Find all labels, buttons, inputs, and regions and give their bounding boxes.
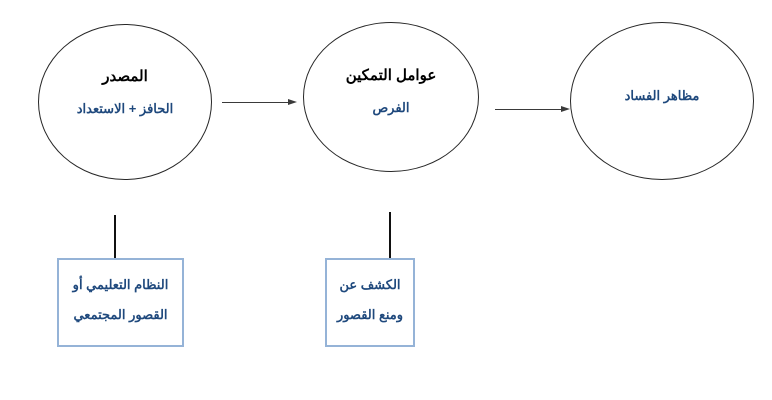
- callout-detection-prevention-line1: الكشف عن: [339, 277, 401, 292]
- arrow-source-to-enablers-head-icon: [288, 99, 297, 105]
- callout-education-system: النظام التعليمي أو القصور المجتمعي: [57, 258, 184, 347]
- node-enabling-factors-title: عوامل التمكين: [345, 67, 437, 84]
- node-corruption-manifestations-label: مظاهر الفساد: [624, 88, 700, 103]
- node-enabling-factors-content: عوامل التمكين الفرص: [346, 66, 437, 116]
- connector-enablers-to-detection-callout: [389, 212, 391, 258]
- node-source: المصدر الحافز + الاستعداد: [38, 24, 212, 180]
- connector-source-to-education-callout: [114, 215, 116, 258]
- callout-education-system-line1: النظام التعليمي أو: [72, 277, 169, 292]
- arrow-enablers-to-manifestations-line: [495, 109, 562, 110]
- callout-detection-prevention-line2: ومنع القصور: [336, 307, 404, 322]
- callout-detection-prevention: الكشف عن ومنع القصور: [325, 258, 415, 347]
- node-corruption-manifestations-content: مظاهر الفساد: [625, 88, 700, 104]
- arrow-source-to-enablers-line: [222, 102, 289, 103]
- node-source-content: المصدر الحافز + الاستعداد: [77, 67, 173, 117]
- node-source-title: المصدر: [102, 68, 148, 85]
- node-enabling-factors-subtitle: الفرص: [372, 100, 410, 115]
- arrow-enablers-to-manifestations-head-icon: [561, 106, 570, 112]
- callout-education-system-line2: القصور المجتمعي: [73, 307, 168, 322]
- node-enabling-factors: عوامل التمكين الفرص: [303, 22, 479, 172]
- node-corruption-manifestations: مظاهر الفساد: [570, 22, 754, 180]
- node-source-subtitle: الحافز + الاستعداد: [76, 101, 174, 116]
